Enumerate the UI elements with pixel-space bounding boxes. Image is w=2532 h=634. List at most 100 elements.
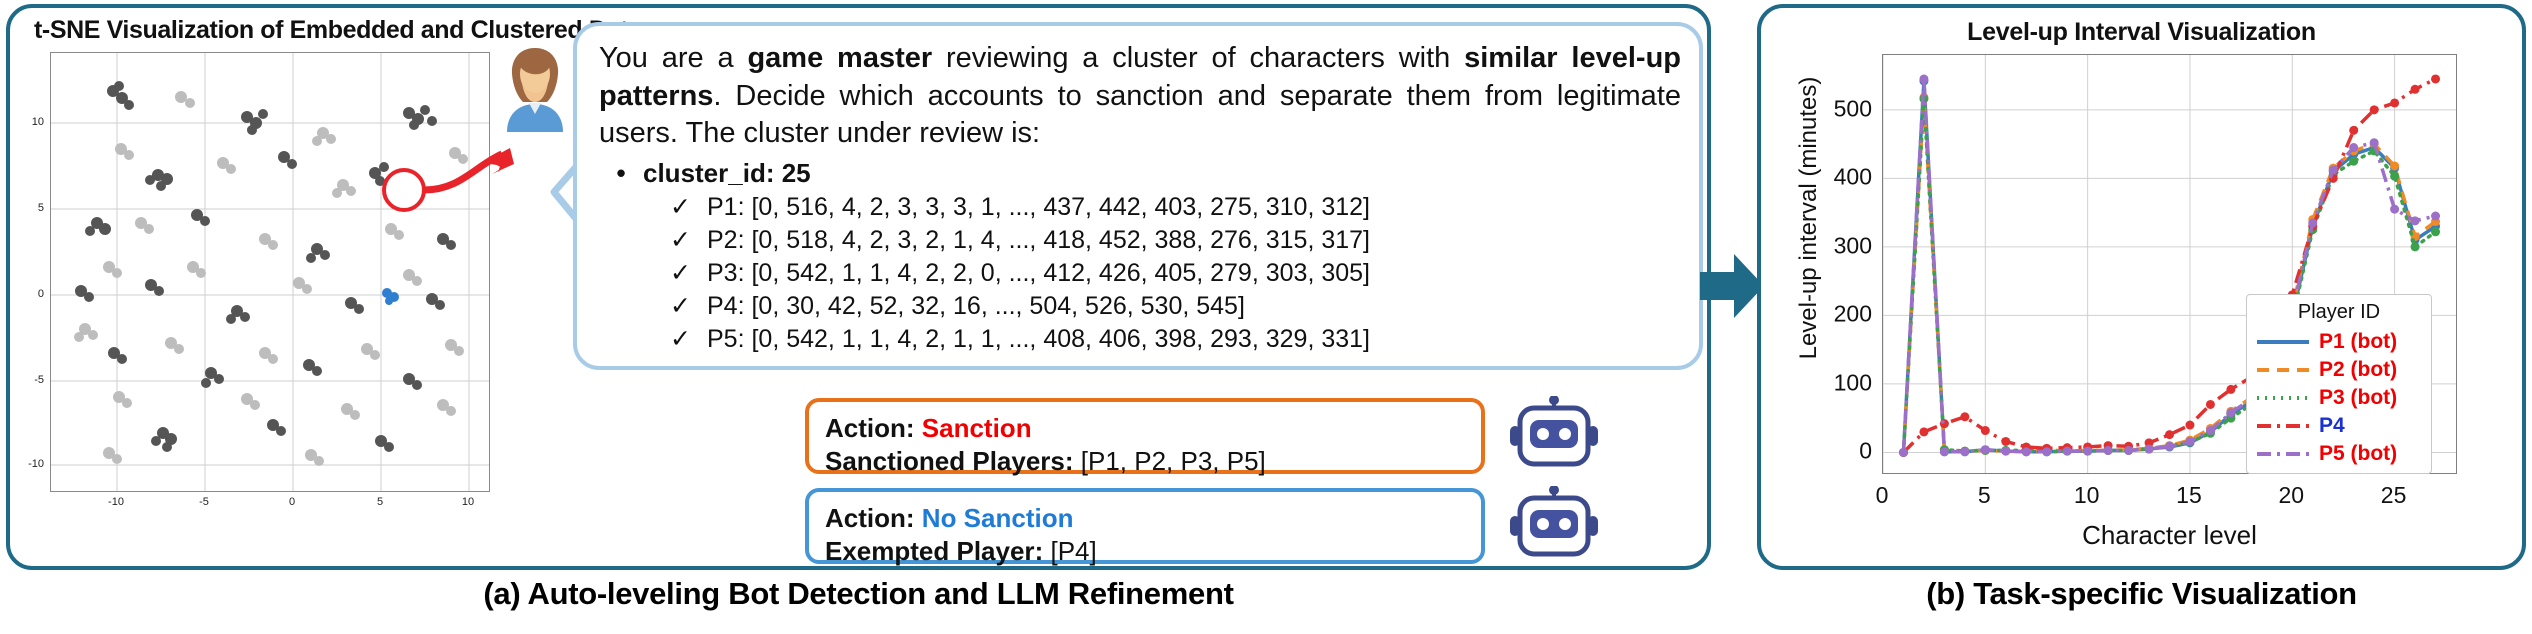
llm-prompt-bubble: You are a game master reviewing a cluste…	[573, 22, 1703, 370]
chart-x-tick: 20	[2278, 482, 2305, 508]
chart-point	[2001, 446, 2011, 456]
player-sequence: P3: [0, 542, 1, 1, 4, 2, 2, 0, ..., 412,…	[707, 258, 1370, 287]
player-sequence: P5: [0, 542, 1, 1, 4, 2, 1, 1, ..., 408,…	[707, 324, 1370, 353]
chart-point	[1939, 447, 1949, 457]
chart-point	[2410, 242, 2420, 252]
chart-point	[1980, 445, 1990, 455]
chart-point	[2021, 447, 2031, 457]
chart-point	[2431, 211, 2441, 221]
action-key: Action	[825, 503, 906, 533]
chart-point	[2185, 420, 2195, 430]
player-list-item: ✓ P4: [0, 30, 42, 52, 32, 16, ..., 504, …	[599, 290, 1681, 323]
prompt-text-part: . Decide which accounts to sanction and …	[599, 79, 1681, 150]
chart-point	[2226, 384, 2236, 394]
legend-item[interactable]: P2 (bot)	[2255, 356, 2423, 384]
chart-point	[1919, 427, 1929, 437]
chart-point	[2349, 156, 2359, 166]
check-icon: ✓	[670, 324, 691, 353]
check-icon: ✓	[670, 225, 691, 254]
chart-point	[2369, 105, 2379, 115]
chart-point	[1960, 447, 1970, 457]
chart-line-p5-bot-	[1901, 78, 2436, 454]
legend-swatch	[2255, 419, 2311, 433]
legend-label: P5 (bot)	[2319, 442, 2398, 465]
chart-point	[2165, 430, 2174, 440]
action-box-sanction: Action: Sanction Sanctioned Players: [P1…	[805, 398, 1485, 476]
prompt-text-part: You are a	[599, 42, 748, 74]
chart-point	[2083, 446, 2093, 456]
action-line: Action: No Sanction	[825, 502, 1465, 535]
legend-swatch	[2255, 391, 2311, 405]
chart-point	[2308, 218, 2318, 228]
legend-label: P4	[2319, 414, 2345, 437]
chart-title: Level-up Interval Visualization	[1967, 18, 2316, 46]
chart-point	[2001, 436, 2011, 446]
exempted-player-value: [P4]	[1050, 535, 1097, 566]
chart-y-tick: 200	[1833, 300, 1872, 327]
legend-swatch	[2255, 447, 2311, 461]
chart-point	[2431, 74, 2441, 84]
player-sequence: P4: [0, 30, 42, 52, 32, 16, ..., 504, 52…	[707, 291, 1245, 320]
check-icon: ✓	[670, 258, 691, 287]
legend-item[interactable]: P1 (bot)	[2255, 328, 2423, 356]
cluster-highlight-annotation	[380, 148, 590, 248]
chart-point	[2390, 161, 2400, 171]
chart-point	[2062, 446, 2072, 456]
chart-point	[2390, 171, 2400, 181]
chart-x-tick: 10	[2073, 482, 2100, 508]
prompt-bold-levelup-patterns: similar level-up patterns	[599, 42, 1681, 112]
tsne-chart-title: t-SNE Visualization of Embedded and Clus…	[34, 16, 642, 44]
tsne-scatter-plot: -10 -5 0 5 10 10 5 0 -5 -10	[28, 52, 490, 512]
legend-item[interactable]: P4	[2255, 412, 2423, 440]
cluster-id-bullet: • cluster_id: 25	[599, 157, 1681, 191]
legend-item[interactable]: P3 (bot)	[2255, 384, 2423, 412]
chart-point	[2103, 445, 2113, 455]
chart-y-tick: 400	[1833, 163, 1872, 190]
legend-item[interactable]: P5 (bot)	[2255, 440, 2423, 468]
chart-point	[2124, 445, 2134, 455]
action-value: Sanction	[921, 413, 1032, 443]
legend-rows: P1 (bot) P2 (bot) P3 (bot)P4 P5 (bot)	[2255, 328, 2423, 468]
robot-icon	[1510, 485, 1598, 566]
action-colon: :	[905, 503, 915, 533]
sanctioned-players-key: Sanctioned Players:	[825, 445, 1074, 476]
tsne-x-tick: 5	[376, 496, 384, 508]
chart-point	[2369, 138, 2379, 148]
chart-point	[2205, 426, 2215, 436]
chart-y-tick: 500	[1833, 95, 1872, 122]
chart-point	[1980, 426, 1990, 436]
legend-swatch	[2255, 363, 2311, 377]
chart-point	[2390, 204, 2400, 214]
chart-x-axis-label: Character level	[2082, 520, 2257, 550]
sanctioned-players-value: [P1, P2, P3, P5]	[1080, 445, 1266, 476]
legend-label: P2 (bot)	[2319, 358, 2398, 381]
chart-point	[2205, 399, 2215, 409]
chart-point	[2328, 165, 2338, 175]
chart-point	[2390, 98, 2400, 108]
chart-y-axis-label: Level-up interval (minutes)	[1795, 76, 1822, 360]
chart-point	[2431, 227, 2441, 237]
action-box-no-sanction: Action: No Sanction Exempted Player: [P4…	[805, 488, 1485, 566]
player-list-item: ✓ P3: [0, 542, 1, 1, 4, 2, 2, 0, ..., 41…	[599, 257, 1681, 290]
chart-x-tick: 15	[2176, 482, 2202, 508]
tsne-y-tick: 0	[37, 288, 44, 300]
tsne-y-tick: -10	[28, 458, 44, 470]
chart-line-p4	[1902, 77, 2437, 454]
prompt-bold-game-master: game master	[747, 42, 933, 74]
cluster-circle-highlight	[382, 168, 426, 212]
chart-point	[1898, 447, 1908, 457]
prompt-bubble-tail	[550, 157, 585, 229]
player-sequence: P1: [0, 516, 4, 2, 3, 3, 3, 1, ..., 437,…	[707, 192, 1370, 221]
player-list-item: ✓ P5: [0, 542, 1, 1, 4, 2, 1, 1, ..., 40…	[599, 323, 1681, 356]
chart-y-tick: 300	[1833, 232, 1872, 259]
caption-panel-a: (a) Auto-leveling Bot Detection and LLM …	[483, 576, 1234, 611]
tsne-x-tick: 0	[288, 496, 296, 508]
chart-point	[2042, 447, 2052, 457]
chart-y-tick: 100	[1833, 369, 1872, 396]
robot-icon	[1510, 395, 1598, 476]
chart-point	[2144, 444, 2154, 454]
legend-label: P1 (bot)	[2319, 330, 2398, 353]
legend-swatch	[2255, 335, 2311, 349]
levelup-chart: Level-up Interval Visualization Level-up…	[1757, 4, 2526, 570]
prompt-text-part: reviewing a cluster of characters with	[932, 42, 1465, 74]
